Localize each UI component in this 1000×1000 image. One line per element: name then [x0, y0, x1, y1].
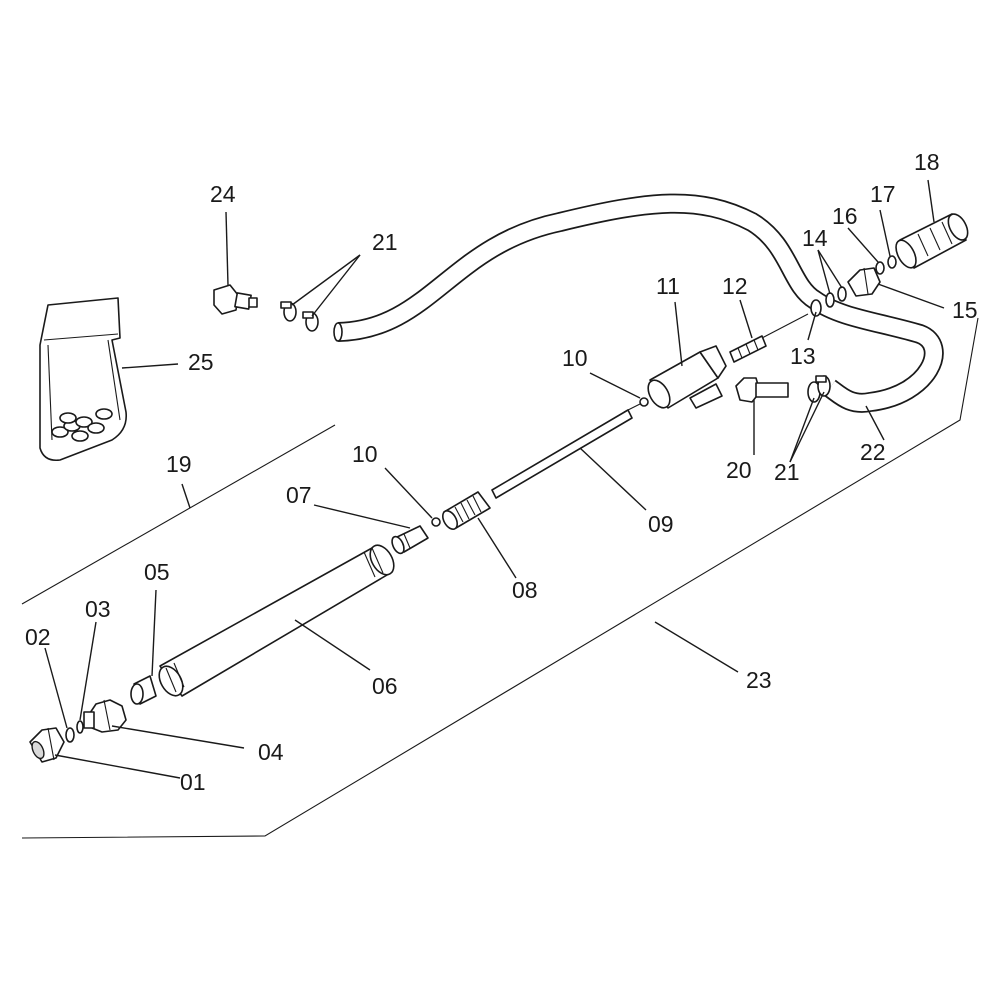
label-09: 09 — [648, 511, 674, 537]
assembly-bracket-19 — [21, 424, 336, 605]
label-01: 01 — [180, 769, 206, 795]
label-12: 12 — [722, 273, 748, 299]
label-04: 04 — [258, 739, 284, 765]
label-10-lower: 10 — [352, 441, 378, 467]
label-18: 18 — [914, 149, 940, 175]
assembly-bracket-23 — [21, 317, 979, 839]
connector — [313, 504, 429, 555]
washer-02 — [44, 647, 75, 743]
end-fitting — [213, 211, 258, 315]
sleeve — [130, 589, 157, 705]
label-16: 16 — [832, 203, 858, 229]
part-labels: 01 02 03 04 05 06 07 08 09 10 10 11 12 1… — [25, 149, 978, 795]
hose-clamps-lower — [789, 375, 831, 463]
label-07: 07 — [286, 482, 312, 508]
knurled-grip — [441, 491, 517, 579]
label-14: 14 — [802, 225, 828, 251]
parts-bag — [39, 297, 179, 462]
lance-tube — [158, 544, 395, 697]
label-23: 23 — [746, 667, 772, 693]
washer-13 — [807, 299, 822, 341]
label-13: 13 — [790, 343, 816, 369]
handle-grip — [895, 179, 969, 269]
label-20: 20 — [726, 457, 752, 483]
label-08: 08 — [512, 577, 538, 603]
ring-16 — [847, 227, 885, 275]
hose-long — [333, 193, 944, 413]
label-03: 03 — [85, 596, 111, 622]
label-19: 19 — [166, 451, 192, 477]
nut-10-upper — [589, 372, 649, 407]
label-25: 25 — [188, 349, 214, 375]
label-05: 05 — [144, 559, 170, 585]
oring-03 — [76, 621, 97, 734]
label-24: 24 — [210, 181, 236, 207]
adaptor-20 — [735, 377, 789, 455]
nozzle — [29, 727, 181, 779]
hose-nut — [847, 267, 945, 309]
label-10-upper: 10 — [562, 345, 588, 371]
label-11: 11 — [656, 273, 680, 299]
short-hose — [865, 405, 885, 441]
spring-rod — [729, 299, 809, 363]
label-06: 06 — [372, 673, 398, 699]
label-15: 15 — [952, 297, 978, 323]
washer-14 — [817, 249, 847, 308]
label-22: 22 — [860, 439, 886, 465]
nut-fitting — [83, 699, 245, 749]
ring-17 — [879, 209, 897, 269]
label-02: 02 — [25, 624, 51, 650]
rod — [491, 403, 647, 511]
label-17: 17 — [870, 181, 896, 207]
tee-body — [647, 301, 727, 409]
label-21-upper: 21 — [372, 229, 398, 255]
label-21-lower: 21 — [774, 459, 800, 485]
nut-10-lower — [384, 467, 441, 527]
hose-clamps-upper — [280, 254, 361, 332]
